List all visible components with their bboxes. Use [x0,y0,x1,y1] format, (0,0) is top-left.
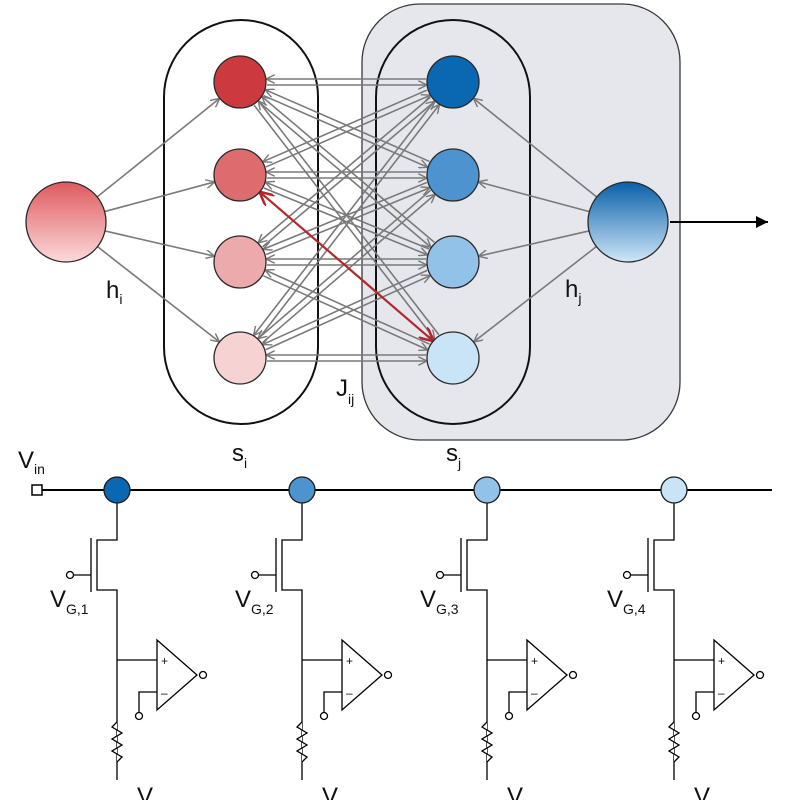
label-vg: VG,1 [50,586,89,617]
sj-node-3 [426,235,480,289]
opamp-output-terminal [383,670,393,680]
opamp-minus-sign: – [161,686,168,700]
network: hi hj Jij si sj [25,3,768,471]
bus-node [660,476,688,504]
circuit-columns: + – VG,1V + – VG,2V + – VG,3V + – VG,4V [50,476,765,800]
opamp-minus-wire [323,691,342,712]
opamp-output-terminal [198,670,208,680]
opamp-minus-terminal [504,711,514,721]
si-node-2 [213,148,267,202]
gate-terminal [435,570,445,580]
opamp-plus-sign: + [346,654,353,668]
edge-hj-to-sj-4 [474,245,597,342]
label-vg: VG,3 [420,586,459,617]
sj-node-4 [426,331,480,385]
column-wire [281,490,303,780]
opamp-minus-sign: – [346,686,353,700]
gate-terminal [622,570,632,580]
label-hj: hj [565,276,581,306]
resistor-symbol [295,721,309,763]
edge-hi-to-si-3 [104,230,214,256]
hi-input-node [25,181,107,263]
opamp-minus-terminal [319,711,329,721]
circuit-column-2: + – VG,2V [235,476,393,800]
opamp-triangle [156,638,198,712]
gate-terminal [250,570,260,580]
column-wire [96,490,118,780]
opamp-output-terminal [568,670,578,680]
sj-node-1 [426,55,480,109]
label-sj: sj [446,440,461,471]
network-nodes [25,55,669,385]
opamp-triangle [526,638,568,712]
resistor-symbol [110,721,124,763]
edge-hj-to-sj-1 [474,99,598,198]
opamp-triangle [713,638,755,712]
opamp-minus-wire [138,691,157,712]
label-vg: VG,4 [607,586,646,617]
opamp-minus-wire [508,691,527,712]
edge-si2-to-sj1 [265,96,430,168]
resistor-symbol [480,721,494,763]
label-v-bottom: V [322,783,338,800]
circuit-column-4: + – VG,4V [607,476,765,800]
label-jij: Jij [336,375,354,407]
circuit: Vin + – VG,1V + – VG,2V + – VG,3V + – VG,4V [18,447,772,800]
label-v-bottom: V [137,783,153,800]
opamp-output-terminal [755,670,765,680]
edge-hi-to-si-2 [104,182,214,213]
edge-sj2-to-si1 [266,90,430,163]
coupling-jij-edge [260,193,432,341]
opamp-minus-terminal [134,711,144,721]
label-v-bottom: V [694,783,710,800]
label-si: si [232,440,247,471]
label-vg: VG,2 [235,586,274,617]
opamp-triangle [341,638,383,712]
column-wire [653,490,675,780]
bus-node [103,476,131,504]
hj-output-node [587,181,669,263]
opamp-plus-sign: + [161,654,168,668]
opamp-minus-terminal [691,711,701,721]
bus-node [473,476,501,504]
vin-terminal [31,484,43,496]
edge-hi-to-si-1 [96,99,219,198]
opamp-plus-sign: + [531,654,538,668]
bus-node [288,476,316,504]
circuit-column-3: + – VG,3V [420,476,578,800]
edge-hj-to-sj-2 [479,182,590,213]
edge-hj-to-sj-3 [479,230,590,256]
edge-hi-to-si-4 [97,246,219,342]
gate-terminal [65,570,75,580]
si-node-3 [213,235,267,289]
opamp-plus-sign: + [718,654,725,668]
opamp-minus-wire [695,691,714,712]
opamp-minus-sign: – [718,686,725,700]
sj-node-2 [426,148,480,202]
opamp-minus-sign: – [531,686,538,700]
label-vin: Vin [18,447,45,477]
circuit-column-1: + – VG,1V [50,476,208,800]
label-v-bottom: V [507,783,523,800]
si-node-1 [213,55,267,109]
column-wire [466,490,488,780]
resistor-symbol [667,721,681,763]
si-node-4 [213,331,267,385]
label-hi: hi [106,277,122,307]
edge-sj1-to-si2 [264,89,428,161]
